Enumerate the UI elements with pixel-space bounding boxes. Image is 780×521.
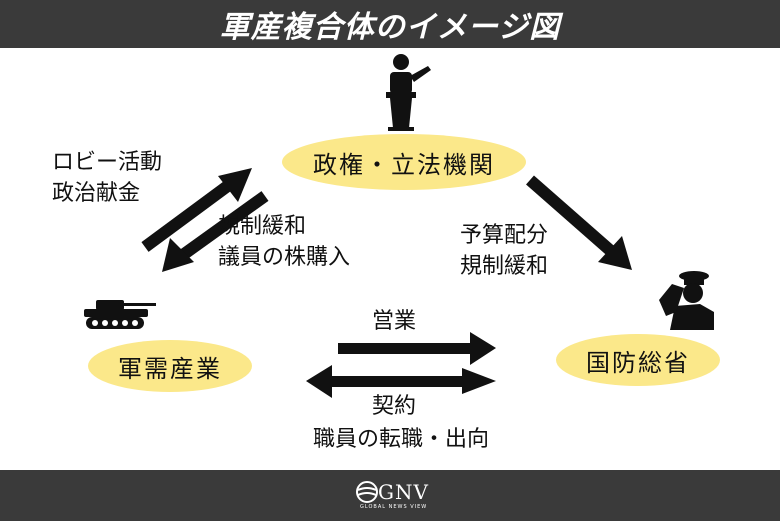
label-lobbying: ロビー活動 政治献金 <box>52 147 162 209</box>
arrow-contract <box>306 365 496 398</box>
label-budget: 予算配分 規制緩和 <box>460 220 548 282</box>
tank-icon <box>84 300 156 329</box>
node-defense-label: 国防総省 <box>586 348 690 377</box>
gnv-logo-subtext: GLOBAL NEWS VIEW <box>360 504 428 510</box>
node-politics-label: 政権・立法機関 <box>313 150 495 179</box>
gnv-globe-icon <box>356 481 378 503</box>
label-budget-line-2: 規制緩和 <box>460 254 549 279</box>
label-deregulation: 規制緩和 議員の株購入 <box>218 211 350 273</box>
saluting-officer-icon <box>659 271 714 330</box>
arrow-lobbying <box>141 168 252 252</box>
speaker-at-podium-icon <box>386 54 431 131</box>
gnv-logo-text: GNV <box>378 480 429 504</box>
label-lobbying-line-1: ロビー活動 <box>52 150 163 175</box>
footer-bar <box>0 470 780 521</box>
node-industry-label: 軍需産業 <box>118 354 222 383</box>
label-deregulation-line-2: 議員の株購入 <box>218 245 351 270</box>
label-contract-line-2: 職員の転職・出向 <box>313 427 490 452</box>
node-defense: 国防総省 <box>556 334 720 386</box>
arrow-deregulation <box>162 191 269 272</box>
node-industry: 軍需産業 <box>88 340 252 392</box>
arrow-budget <box>526 175 632 270</box>
title-bar: 軍産複合体のイメージ図 <box>0 0 780 48</box>
label-sales: 営業 <box>372 306 416 337</box>
arrow-sales <box>338 332 496 365</box>
label-budget-line-1: 予算配分 <box>460 223 549 248</box>
label-contract-2: 職員の転職・出向 <box>313 424 489 455</box>
label-contract: 契約 <box>372 391 416 422</box>
node-politics: 政権・立法機関 <box>282 134 526 190</box>
label-deregulation-line-1: 規制緩和 <box>218 214 307 239</box>
label-contract-line-1: 契約 <box>372 394 417 419</box>
diagram-title: 軍産複合体のイメージ図 <box>219 10 561 45</box>
label-lobbying-line-2: 政治献金 <box>52 181 141 206</box>
label-sales-line-1: 営業 <box>372 309 417 334</box>
